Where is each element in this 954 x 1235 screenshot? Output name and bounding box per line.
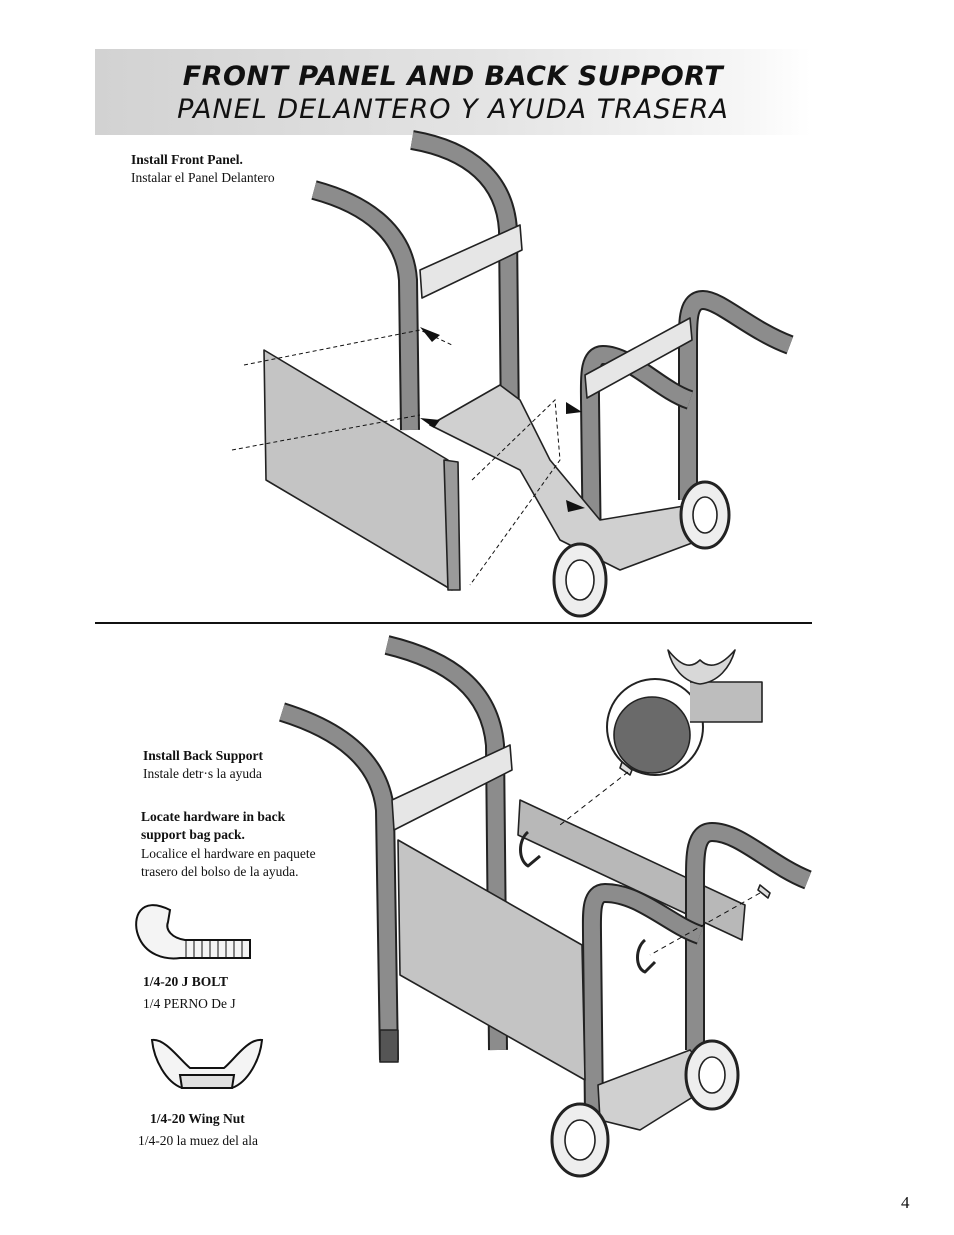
j-bolt-sublabel: 1/4 PERNO De J (143, 996, 236, 1011)
step-subheading-back-support: Instale detr·s la ayuda (143, 766, 262, 781)
page-title: FRONT PANEL AND BACK SUPPORT (182, 61, 724, 92)
wing-nut-icon (150, 1038, 264, 1089)
front-panel-illustration (231, 130, 794, 618)
hardware-heading-line2: support bag pack. (141, 827, 245, 842)
wing-nut-label: 1/4-20 Wing Nut (150, 1111, 245, 1126)
step-subheading-front-panel: Instalar el Panel Delantero (131, 170, 275, 185)
hardware-heading-line1: Locate hardware in back (141, 809, 286, 824)
wing-nut-sublabel: 1/4-20 la muez del ala (138, 1133, 258, 1148)
j-bolt-icon (135, 904, 251, 960)
hardware-sub-line2: trasero del bolso de la ayuda. (141, 864, 299, 879)
page-number: 4 (901, 1193, 910, 1212)
hardware-sub-line1: Localice el hardware en paquete (141, 846, 316, 861)
j-bolt-label: 1/4-20 J BOLT (143, 974, 229, 989)
step-heading-front-panel: Install Front Panel. (131, 152, 243, 167)
section-divider (95, 622, 812, 624)
page-title-spanish: PANEL DELANTERO Y AYUDA TRASERA (177, 94, 729, 125)
title-banner: FRONT PANEL AND BACK SUPPORT PANEL DELAN… (95, 49, 811, 135)
step-heading-back-support: Install Back Support (143, 748, 264, 763)
